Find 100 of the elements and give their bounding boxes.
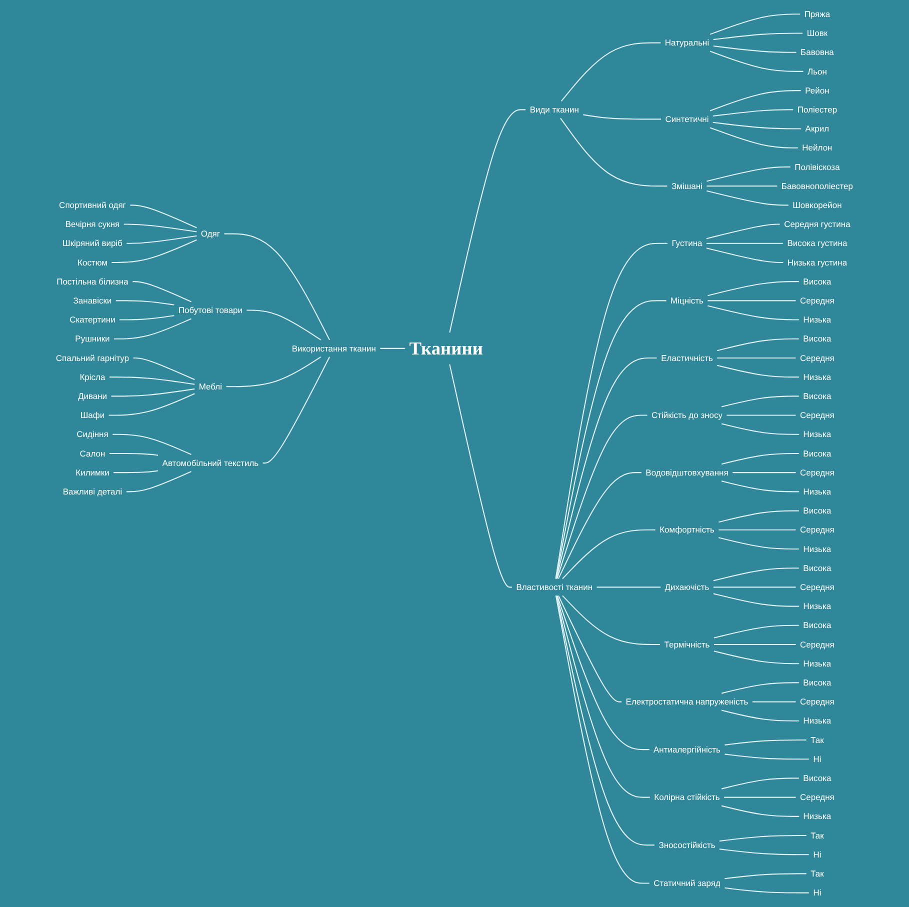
node-text: Спальний гарнітур: [56, 353, 130, 363]
connector: [112, 239, 197, 264]
connector: [722, 396, 799, 408]
connector: [714, 624, 799, 638]
connector: [112, 434, 192, 456]
connector: [583, 114, 662, 120]
connector: [718, 537, 800, 550]
node-text: Поліестер: [797, 104, 838, 115]
node-text: Середня густина: [784, 219, 850, 230]
connector: [713, 32, 803, 40]
node-text: Висока: [803, 678, 832, 688]
connector: [712, 109, 794, 117]
node-text: Еластичність: [661, 353, 713, 363]
node-text: Види тканин: [530, 104, 579, 115]
node-text: Одяг: [200, 228, 220, 239]
connector: [560, 42, 661, 102]
node-text: Висока: [803, 620, 832, 630]
connector: [556, 596, 650, 798]
node-text: Низька: [803, 544, 832, 554]
connector: [724, 740, 806, 746]
connector: [722, 452, 799, 465]
node-text: Середня: [800, 468, 834, 478]
connector: [717, 364, 800, 378]
connector: [714, 644, 796, 646]
connector: [114, 470, 158, 474]
connector: [246, 310, 322, 340]
node-text: Бавовна: [800, 47, 834, 58]
connector: [713, 568, 799, 582]
node-text: Занавіски: [73, 296, 112, 306]
connector: [717, 338, 799, 352]
connector: [722, 682, 799, 694]
node-text: Електростатична напруженість: [626, 696, 748, 707]
connector: [116, 300, 174, 306]
connector: [126, 235, 197, 244]
node-text: Низька: [803, 716, 832, 726]
node-text: Важливі деталі: [62, 486, 122, 497]
node-text: Стійкість до зносу: [652, 410, 723, 420]
connector: [562, 595, 660, 646]
connector: [724, 796, 796, 798]
connector: [556, 300, 666, 579]
node-text: Полівіскоза: [794, 162, 840, 172]
connector: [556, 357, 657, 579]
node-text: Висока: [803, 506, 832, 516]
connector: [722, 480, 800, 492]
connector: [706, 248, 784, 264]
connector: [720, 835, 806, 842]
connector: [708, 281, 799, 296]
connector: [108, 393, 195, 416]
node-text: Акрил: [805, 124, 830, 134]
connector: [262, 356, 330, 464]
node-text: Крісла: [80, 372, 106, 382]
connector: [132, 281, 192, 302]
node-text: Середня: [800, 640, 834, 650]
connector: [717, 357, 796, 359]
node-text: Середня: [800, 582, 834, 592]
connector: [556, 414, 648, 579]
connector: [710, 50, 804, 72]
connector: [706, 190, 788, 206]
node-text: Міцність: [670, 296, 704, 306]
connector: [560, 118, 668, 187]
node-text: Килимки: [76, 468, 110, 478]
node-text: Висока густина: [787, 238, 848, 248]
connector: [130, 204, 197, 228]
connector: [720, 848, 809, 856]
node-text: Тканини: [409, 338, 484, 359]
node-text: Рейон: [805, 86, 830, 96]
node-text: Висока: [803, 276, 832, 287]
node-text: Дихаючість: [664, 582, 710, 592]
node-text: Салон: [80, 448, 106, 458]
node-text: Висока: [803, 334, 832, 344]
node-text: Низька: [803, 314, 832, 325]
connector: [706, 242, 784, 244]
connector: [713, 46, 796, 53]
connector: [110, 376, 195, 385]
node-text: Термічність: [664, 640, 710, 650]
node-text: Постільна білизна: [56, 276, 128, 287]
connector: [722, 805, 800, 817]
connector: [752, 701, 796, 702]
node-text: Костюм: [78, 258, 108, 268]
node-text: Висока: [803, 391, 832, 402]
node-text: Комфортність: [660, 524, 714, 535]
connector: [596, 586, 661, 588]
connector: [555, 596, 650, 884]
node-text: Середня: [800, 792, 834, 802]
connector: [556, 596, 650, 750]
node-text: Колірна стійкість: [654, 792, 720, 802]
node-text: Низька: [803, 429, 832, 440]
connector: [124, 224, 197, 232]
node-text: Так: [810, 868, 824, 879]
connector: [718, 510, 799, 523]
connector: [706, 224, 780, 240]
connector: [708, 300, 796, 302]
node-text: Середня: [800, 524, 834, 535]
connector: [449, 364, 512, 588]
connector: [724, 887, 809, 894]
connector: [718, 529, 796, 530]
node-text: Водовідштовхування: [646, 468, 728, 478]
connector: [722, 423, 800, 435]
node-text: Так: [810, 735, 824, 745]
connector: [133, 357, 195, 380]
